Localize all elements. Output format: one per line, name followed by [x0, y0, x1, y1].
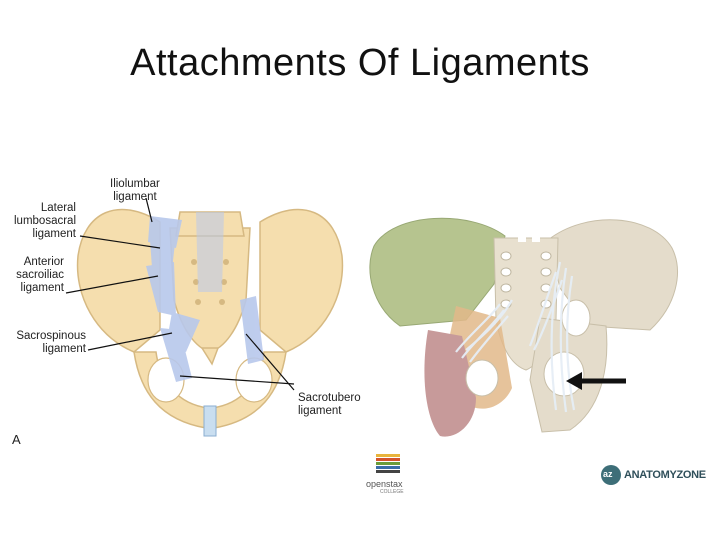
label-lateral-lumbosacral: Lateral lumbosacral ligament — [6, 202, 76, 241]
central-lumbar-ligament — [196, 212, 224, 292]
label-anterior-sacroiliac-line3: ligament — [20, 282, 64, 294]
label-iliolumbar-line2: ligament — [113, 191, 157, 203]
anatomyzone-logo: az ANATOMYZONE — [600, 462, 706, 488]
anatomyzone-mark: az — [603, 469, 613, 479]
label-sacrospinous-line2: ligament — [42, 343, 86, 355]
label-iliolumbar: Iliolumbar ligament — [110, 178, 160, 204]
sacrotuberous-ligament-right — [240, 296, 264, 364]
ligaments-b — [455, 261, 576, 413]
lateral-lumbosacral-ligament — [150, 234, 176, 270]
label-iliolumbar-line1: Iliolumbar — [110, 178, 160, 190]
left-foramen — [465, 359, 499, 397]
leader-lines — [65, 197, 295, 391]
ligaments-a — [146, 212, 264, 382]
label-sacrotuberous-line2: ligament — [298, 405, 342, 417]
coccyx — [200, 347, 220, 366]
panel-letter-a: A — [12, 432, 21, 447]
anatomyzone-wordmark: ANATOMYZONE — [624, 469, 706, 481]
label-sacrospinous: Sacrospinous ligament — [2, 330, 86, 356]
slide-title: Attachments Of Ligaments — [130, 42, 590, 84]
label-lateral-lumbosacral-line3: ligament — [32, 228, 76, 240]
label-sacrospinous-line1: Sacrospinous — [16, 330, 86, 342]
label-lateral-lumbosacral-line2: lumbosacral — [14, 215, 76, 227]
label-lateral-lumbosacral-line1: Lateral — [40, 202, 76, 214]
spinous-tubercles — [518, 234, 540, 242]
left-ilium-green — [369, 217, 506, 327]
anterior-sacroiliac-ligament — [146, 262, 176, 316]
sacral-foramina — [191, 259, 229, 305]
label-sacrotuberous-line1: Sacrotubero — [298, 392, 361, 404]
openstax-logo: openstax COLLEGE — [364, 452, 424, 495]
openstax-wordmark: openstax — [366, 479, 403, 489]
openstax-books-icon — [376, 454, 400, 473]
right-ilium — [259, 208, 344, 353]
openstax-sub: COLLEGE — [380, 489, 404, 495]
left-ilium — [76, 208, 161, 353]
sacrotuberous-ligament-left — [160, 328, 192, 382]
pubic-symphysis — [203, 405, 217, 437]
pelvis-ligaments-diagram-a: Iliolumbar ligament Lateral lumbosacral … — [0, 160, 370, 460]
label-anterior-sacroiliac-line1: Anterior — [23, 256, 64, 268]
label-anterior-sacroiliac: Anterior sacroiliac ligament — [2, 256, 64, 295]
pelvis-illustration-b — [369, 217, 678, 437]
anatomyzone-logo-icon — [601, 465, 621, 485]
label-sacrotuberous: Sacrotubero ligament — [298, 392, 361, 418]
pelvis-ligaments-diagram-b — [365, 205, 695, 445]
pelvis-illustration-a — [65, 197, 344, 437]
arrow-left-icon — [566, 372, 626, 390]
label-anterior-sacroiliac-line2: sacroiliac — [16, 269, 64, 281]
